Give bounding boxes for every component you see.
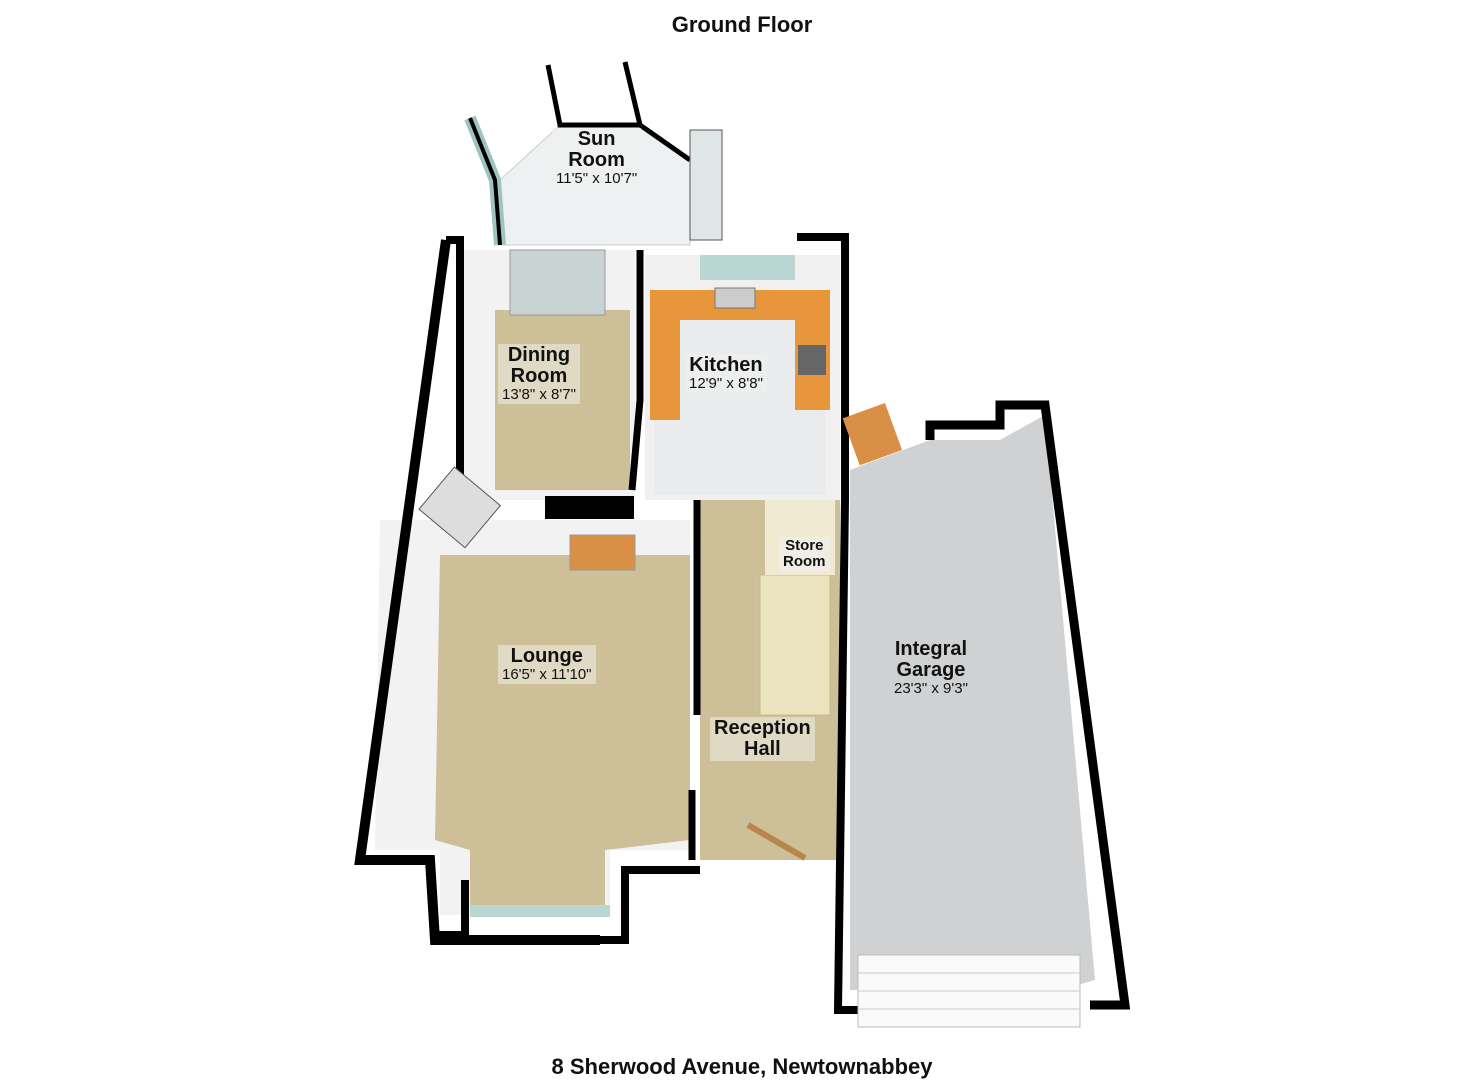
fireplace [569,534,636,571]
dining-left-wall [446,236,464,510]
sink-icon [714,287,756,309]
window-icon [418,466,502,549]
kitchen-counter [650,290,830,420]
store-room-label: Store Room [779,537,830,571]
garage-label: Integral Garage 23'3" x 9'3" [894,638,968,697]
garage-walls [833,410,860,1014]
front-door [746,822,807,861]
dining-room-label: Dining Room 13'8" x 8'7" [498,344,580,404]
lounge-label: Lounge 16'5" x 11'10" [498,645,596,684]
stairs [759,574,831,716]
kitchen-label: Kitchen 12'9" x 8'8" [685,354,767,393]
garage-floor [850,415,1095,990]
sun-room-label: Sun Room 11'5" x 10'7" [552,128,642,188]
hob-icon [798,345,826,375]
property-address: 8 Sherwood Avenue, Newtownabbey [551,1054,933,1079]
sun-room-door [689,129,723,241]
lounge-outer-wall [354,239,600,945]
garage-side-door [842,402,903,466]
floor-title: Ground Floor [671,12,813,37]
bay-window [470,905,610,917]
reception-hall-label: Reception Hall [710,717,815,761]
patio-doors [509,249,606,316]
